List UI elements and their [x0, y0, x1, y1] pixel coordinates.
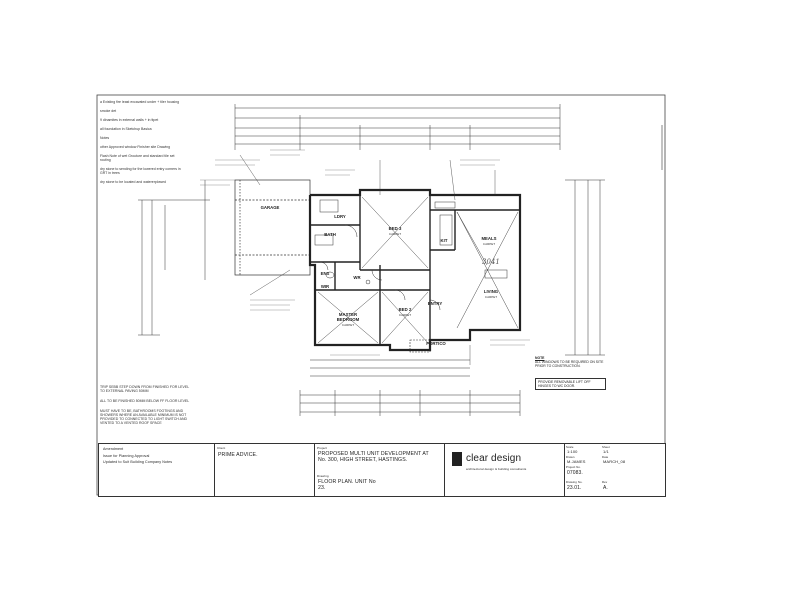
rev-label: Rev: [602, 480, 608, 484]
note-line: dry stone to be located and watererplowe…: [100, 180, 166, 184]
room-label-wir: WIR: [320, 284, 330, 289]
revision-header: Amendment: [103, 447, 124, 451]
note-title: NOTE: [535, 356, 545, 360]
room-sub-carpet: CARPET: [388, 232, 402, 236]
note-line: ALL TO BE FINISHED 50MM BELOW FF FLOOR L…: [100, 399, 190, 403]
title-block: Amendment Issue for Planning Approval Up…: [98, 443, 666, 497]
note-line: 9 dinamites in external walls + in ttpet: [100, 118, 159, 122]
client-name: PRIME ADVICE.: [218, 452, 258, 458]
room-label-living: LIVING: [483, 289, 499, 294]
room-label-bed3: BED 3: [388, 226, 402, 231]
room-label-ens: ENS: [320, 271, 330, 276]
project-cell: Project PROPOSED MULTI UNIT DEVELOPMENT …: [314, 444, 445, 496]
note-line: all foundation in Sketchup Basica: [100, 127, 152, 131]
lower-notes: TRIP SEBB STEP DOWN FROM FINISHED FOR LE…: [100, 385, 190, 431]
annotation-scribbles: [200, 149, 530, 356]
note-box: NOTE ALL WINDOWS TO BE REQUIRED ON SITE …: [535, 356, 607, 368]
room-label-kit: KIT: [440, 238, 448, 243]
sheet-border: [96, 94, 666, 496]
company-logo-icon: [452, 452, 462, 466]
door-swings: [319, 224, 441, 311]
project-label: Project: [317, 446, 328, 450]
note-line: TRIP SEBB STEP DOWN FROM FINISHED FOR LE…: [100, 385, 190, 393]
note-line: dry stone to sending for the lowered ent…: [100, 167, 181, 175]
project-no-label: Project No.: [566, 465, 581, 469]
note-body: ALL WINDOWS TO BE REQUIRED ON SITE PRIOR…: [535, 360, 604, 368]
room-sub-carpet: CARPET: [398, 313, 412, 317]
client-label: Client: [217, 446, 226, 450]
handwritten-note: 3041: [482, 258, 500, 266]
drawing-label: Drawing: [317, 474, 329, 478]
scale-value: 1:100: [567, 449, 578, 454]
room-sub-carpet: CARPET: [482, 242, 496, 246]
sheet-label: Sheet: [602, 445, 610, 449]
room-label-master: MASTER BEDROOM: [336, 312, 360, 322]
project-name: PROPOSED MULTI UNIT DEVELOPMENT AT No. 3…: [318, 451, 429, 463]
room-label-meals: MEALS: [481, 236, 497, 241]
scale-label: Scale: [566, 445, 574, 449]
note-line: Flash Note of wet Grouture and standard …: [100, 154, 175, 162]
room-label-portico: PORTICO: [426, 341, 446, 346]
room-label-garage: GARAGE: [260, 205, 280, 210]
project-no-value: 07083.: [567, 470, 583, 476]
sheet-info-cell: Scale 1:100 Sheet 1/1 Drawn M.JAMES Date…: [564, 444, 665, 496]
note-line: a Existing fire least excavated under + …: [100, 100, 180, 104]
note-line: smoke det: [100, 109, 117, 113]
house-walls: [308, 188, 522, 352]
portico-outline: [409, 339, 431, 353]
garage-outline: [234, 179, 311, 276]
revision-row: Issue for Planning Approval: [103, 454, 150, 458]
room-label-entry: ENTRY: [427, 301, 443, 306]
drawn-value: M.JAMES: [567, 459, 586, 464]
room-label-ldry: LDRY: [334, 214, 346, 219]
drawing-name: FLOOR PLAN. UNIT No 23.: [318, 479, 376, 491]
room-label-wr: WR: [353, 275, 361, 280]
fixtures: [314, 199, 508, 285]
date-value: MARCH_08: [603, 459, 626, 464]
room-sub-carpet: CARPET: [484, 295, 498, 299]
drawing-no-value: 23.01.: [567, 485, 582, 491]
room-label-bath: BATH: [324, 232, 336, 237]
note-line: other Approved window Finisher site Draw…: [100, 145, 171, 149]
dimension-lines-right: [565, 179, 605, 356]
company-cell: clear design architectural design & buil…: [444, 444, 565, 496]
revision-cell: Amendment Issue for Planning Approval Up…: [99, 444, 215, 496]
revision-row: Updated to Suit Building Company Notes: [103, 460, 173, 464]
dimension-lines-bottom: [299, 359, 521, 416]
date-label: Date: [602, 455, 609, 459]
leader-lines: [239, 154, 496, 365]
dimension-lines-top: [234, 104, 561, 150]
drawing-no-label: Drawing No.: [566, 480, 583, 484]
note-line: Notes: [100, 136, 110, 140]
room-label-bed2: BED 2: [398, 307, 412, 312]
sheet-value: 1/1: [603, 449, 609, 454]
note-line: MUST HAVE TO BE, BATHROOMS FOOTINGS AND …: [100, 409, 187, 425]
rev-value: A.: [603, 485, 608, 491]
provide-note-text: PROVIDE REMOVABLE LIFT OFF HINGES TO WC …: [538, 380, 591, 388]
drawn-label: Drawn: [566, 455, 575, 459]
general-notes: a Existing fire least excavated under + …: [100, 100, 185, 189]
provide-note: PROVIDE REMOVABLE LIFT OFF HINGES TO WC …: [535, 378, 606, 390]
dimension-lines-left: [138, 180, 210, 336]
company-subtitle: architectural design & building consulta…: [466, 467, 527, 471]
interior-walls: [310, 195, 520, 345]
client-cell: Client PRIME ADVICE.: [214, 444, 315, 496]
room-sub-carpet: CARPET: [341, 323, 355, 327]
company-name: clear design: [466, 453, 522, 464]
